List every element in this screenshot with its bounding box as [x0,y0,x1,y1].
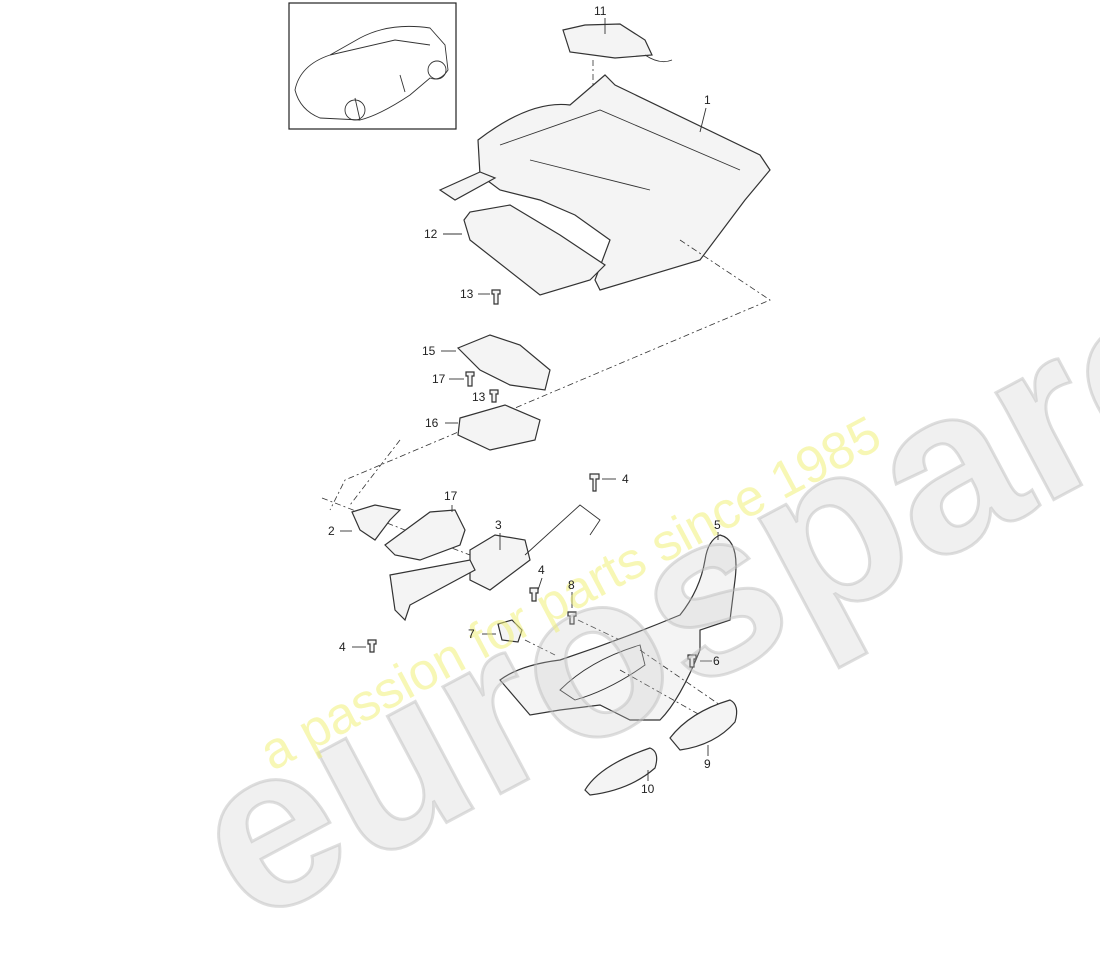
callout-15: 15 [422,344,436,358]
callout-10: 10 [641,782,655,796]
part-5-side-trim[interactable] [499,534,737,721]
part-17-guide[interactable] [384,509,466,561]
callout-16: 16 [425,416,439,430]
parts-diagram [288,2,771,796]
callout-4a: 4 [622,472,629,486]
part-8-screw[interactable] [567,611,577,625]
callout-7: 7 [468,627,475,641]
part-12-panel[interactable] [463,204,606,296]
part-7-clip[interactable] [497,619,523,643]
callout-4c: 4 [339,640,346,654]
part-4-screw-a[interactable] [589,473,600,492]
part-11-cover[interactable] [562,23,653,59]
part-4-screw-b[interactable] [529,587,539,602]
callout-13b: 13 [472,390,486,404]
part-3-mechanism[interactable] [469,534,531,591]
callout-13: 13 [460,287,474,301]
part-13-screw-b[interactable] [489,389,499,403]
callout-9: 9 [704,757,711,771]
callout-1: 1 [704,93,711,107]
part-15-bracket[interactable] [456,334,551,391]
callout-5: 5 [714,518,721,532]
part-9-seat-switch[interactable] [669,699,738,751]
callout-17b: 17 [444,489,458,503]
callout-12: 12 [424,227,438,241]
vehicle-thumbnail [288,2,457,130]
vehicle-suv-icon [294,25,449,121]
callout-3: 3 [495,518,502,532]
callout-4b: 4 [538,563,545,577]
part-13-screw[interactable] [491,289,501,305]
part-4-screw-c[interactable] [367,639,377,653]
callout-17: 17 [432,372,446,386]
callout-2: 2 [328,524,335,538]
part-2-bracket[interactable] [351,504,402,541]
part-3-rail[interactable] [389,559,476,622]
part-1-seat-frame[interactable] [477,74,771,291]
part-17-screw[interactable] [465,371,475,387]
callout-11: 11 [594,4,607,18]
part-6-screw[interactable] [687,654,697,668]
callout-6: 6 [713,654,720,668]
part-16-control-unit[interactable] [457,404,541,451]
callout-8: 8 [568,578,575,592]
part-10-seat-switch[interactable] [584,747,658,796]
